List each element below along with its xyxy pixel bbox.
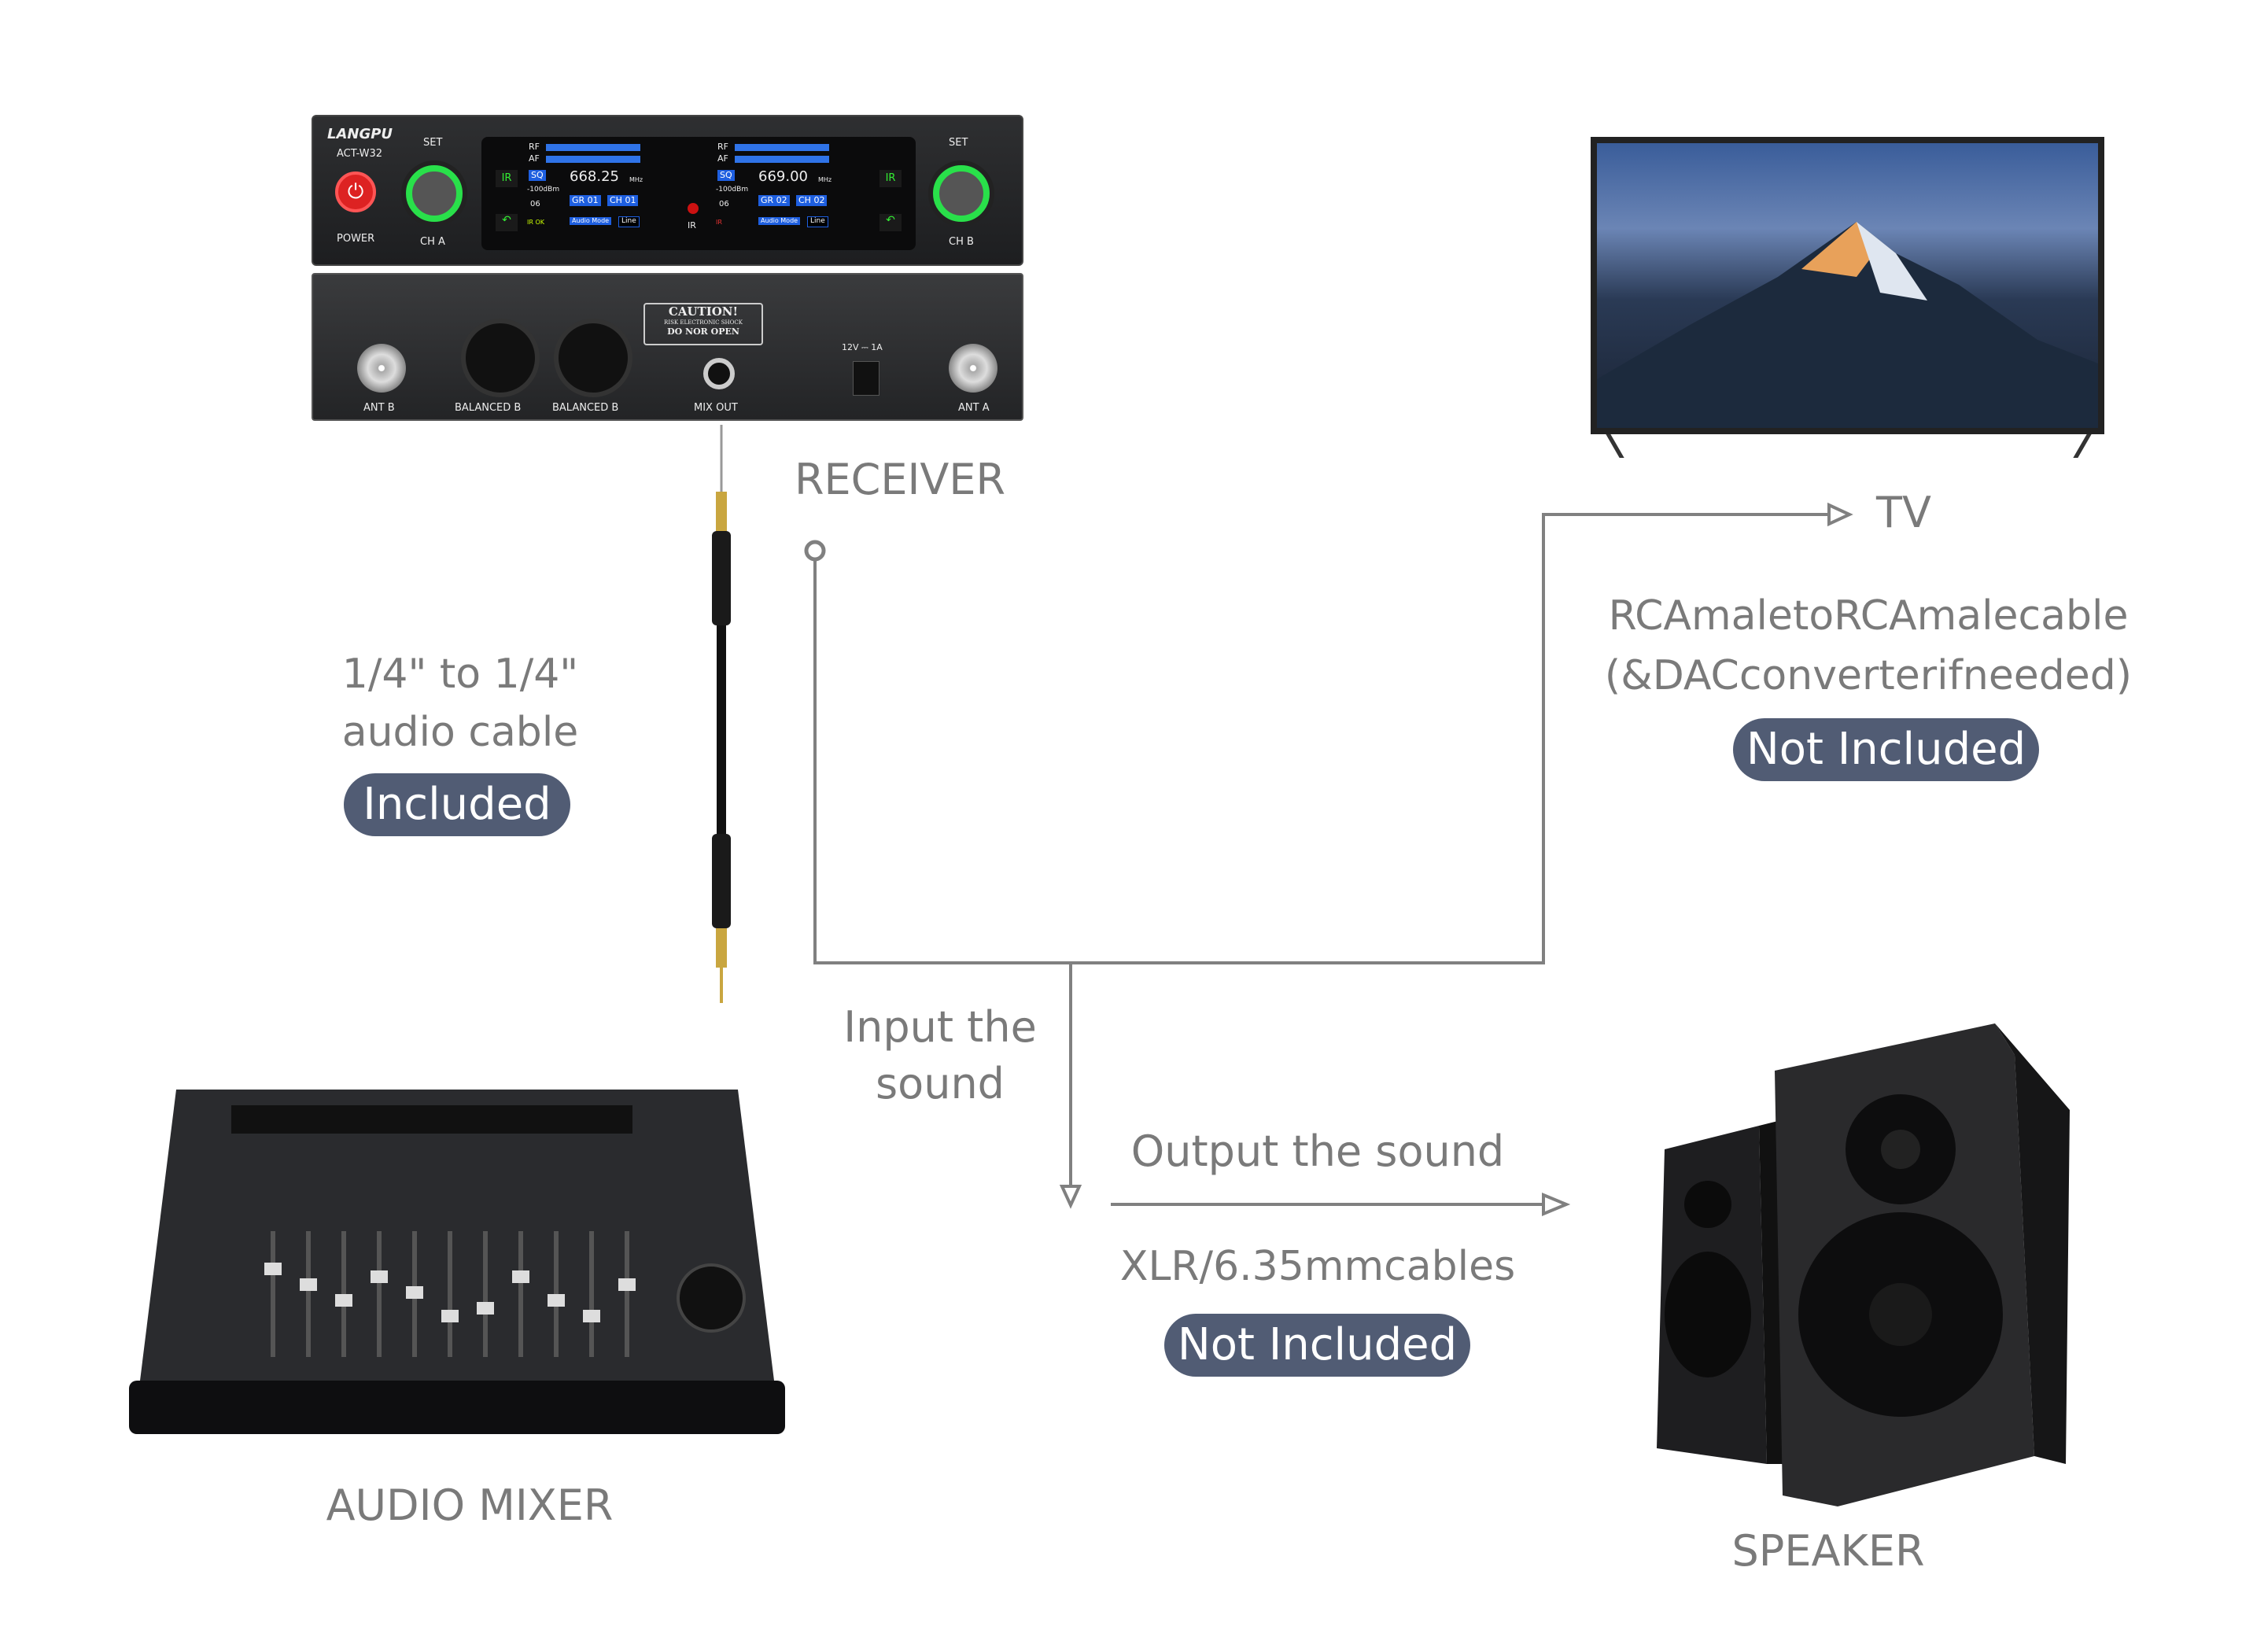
unit-a: MHz: [629, 176, 643, 183]
brand-logo: LANGPU: [327, 126, 393, 142]
vol-b: 06: [719, 200, 729, 208]
tv-image: [1591, 137, 2104, 434]
audio-mixer-label: AUDIO MIXER: [326, 1481, 614, 1530]
dbm-a: -100dBm: [527, 186, 560, 194]
rf-label-b: RF: [717, 142, 728, 152]
tv-cable-line-1: RCAmaletoRCAmalecable: [1608, 592, 2129, 640]
channel-b-knob[interactable]: [933, 165, 990, 222]
gr-a: GR 01: [570, 195, 601, 207]
mode-b: Audio Mode: [758, 217, 801, 226]
audio-cable-image: [712, 425, 731, 1003]
sq-b: SQ: [717, 170, 735, 182]
audio-mixer-image: [129, 1090, 785, 1434]
rf-meter-b: [735, 144, 829, 151]
back-button-b[interactable]: ↶: [879, 214, 902, 231]
caution-sub2: DO NOR OPEN: [667, 326, 739, 337]
sq-a: SQ: [529, 170, 546, 182]
ir-button-b[interactable]: IR: [879, 170, 902, 187]
receiver-front-panel: LANGPU ACT-W32 ⏻ POWER SET CH A IR ↶ RF …: [312, 115, 1023, 266]
arrow-to-speaker: [1542, 1193, 1571, 1216]
tv-cable-description: RCAmaletoRCAmalecable (&DACconverterifne…: [1593, 586, 2144, 706]
ch-b: CH 02: [796, 195, 828, 207]
power-label: POWER: [337, 233, 375, 245]
rf-label-a: RF: [529, 142, 540, 152]
receiver-output-node: [804, 540, 826, 562]
caution-title: CAUTION!: [668, 304, 739, 319]
speaker-label: SPEAKER: [1731, 1526, 1925, 1576]
caution-sub: RISK ELECTRONIC SHOCK: [664, 319, 743, 326]
receiver-label: RECEIVER: [795, 455, 1005, 504]
set-label-a: SET: [423, 137, 443, 149]
gr-b: GR 02: [758, 195, 790, 207]
ch-a: CH 01: [607, 195, 639, 207]
power-spec-label: 12V ⎓ 1A: [842, 342, 883, 352]
dc-power-jack: [853, 361, 879, 396]
ir-b: IR: [716, 219, 722, 226]
cable-line-2: audio cable: [341, 709, 579, 756]
xlr-connector-1: [461, 319, 540, 397]
balanced-label-2: BALANCED B: [552, 402, 619, 414]
cha-label: CH A: [420, 236, 445, 248]
freq-a: 668.25: [570, 168, 619, 185]
channel-a-knob[interactable]: [406, 165, 463, 222]
mixer-drawing: [129, 1090, 785, 1434]
af-meter-b: [735, 156, 829, 163]
arrow-to-tv: [1827, 502, 1853, 527]
cable-line-1: 1/4" to 1/4": [341, 651, 579, 698]
display-screen: IR ↶ RF AF SQ -100dBm 06 IR OK 668.25 MH…: [481, 137, 916, 250]
mode-a: Audio Mode: [570, 217, 612, 226]
ir-sensor-icon: [688, 203, 699, 214]
included-badge: Included: [344, 773, 570, 836]
power-button[interactable]: ⏻: [335, 171, 376, 212]
arrow-to-mixer: [1059, 1185, 1082, 1209]
ir-ok-a: IR OK: [527, 219, 545, 226]
ant-b-connector: [357, 344, 406, 393]
unit-b: MHz: [818, 176, 832, 183]
cable-description: 1/4" to 1/4" audio cable: [303, 645, 618, 761]
output-label: Output the sound: [1130, 1127, 1505, 1176]
dbm-b: -100dBm: [716, 186, 749, 194]
input-line-1: Input the: [843, 1002, 1037, 1052]
rf-meter-a: [546, 144, 640, 151]
af-meter-a: [546, 156, 640, 163]
mode-val-a: Line: [618, 216, 640, 227]
signal-path-line: [813, 513, 1841, 964]
af-label-a: AF: [529, 153, 540, 164]
tv-stand: [1605, 434, 2093, 458]
tv-not-included-badge: Not Included: [1733, 718, 2039, 781]
input-line-2: sound: [876, 1059, 1005, 1108]
balanced-label-1: BALANCED B: [455, 402, 522, 414]
speaker-image: [1649, 1023, 2070, 1506]
back-button-a[interactable]: ↶: [496, 214, 518, 231]
ir-sensor-label: IR: [688, 220, 696, 230]
caution-label: CAUTION! RISK ELECTRONIC SHOCK DO NOR OP…: [643, 303, 763, 345]
receiver-back-panel: ANT B BALANCED B BALANCED B CAUTION! RIS…: [312, 273, 1023, 421]
output-not-included-badge: Not Included: [1164, 1314, 1470, 1377]
mode-val-b: Line: [807, 216, 828, 227]
speaker-drawing: [1657, 1023, 2070, 1506]
ant-a-label: ANT A: [958, 402, 990, 414]
tv-screen: [1597, 143, 2098, 428]
tv-label: TV: [1876, 488, 1931, 537]
mix-out-label: MIX OUT: [694, 402, 738, 414]
mix-out-jack: [703, 358, 735, 389]
mountain-wallpaper: [1597, 222, 2098, 428]
output-cable-label: XLR/6.35mmcables: [1119, 1243, 1516, 1290]
tv-cable-line-2: (&DACconverterifneeded): [1604, 652, 2133, 699]
set-label-b: SET: [949, 137, 968, 149]
chb-label: CH B: [949, 236, 974, 248]
vol-a: 06: [530, 200, 540, 208]
ant-a-connector: [949, 344, 997, 393]
ir-button-a[interactable]: IR: [496, 170, 518, 187]
xlr-connector-2: [554, 319, 632, 397]
af-label-b: AF: [717, 153, 728, 164]
model-label: ACT-W32: [337, 148, 383, 160]
freq-b: 669.00: [758, 168, 808, 185]
ant-b-label: ANT B: [363, 402, 395, 414]
input-description: Input the sound: [822, 999, 1058, 1112]
